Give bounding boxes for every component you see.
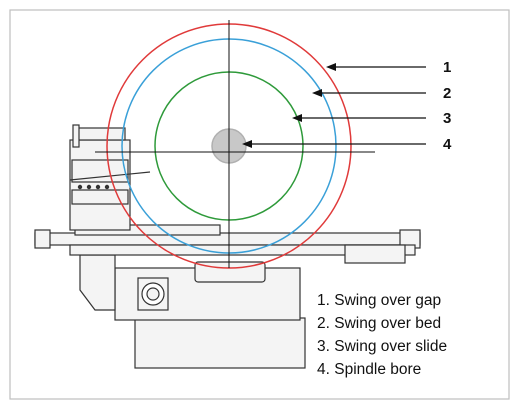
lathe-bolt-center [146,287,160,301]
callout-number-1: 1 [443,59,452,76]
legend-item-spindle-bore: 4. Spindle bore [317,361,422,378]
lathe-slide-right-block [344,244,406,264]
arrowhead-2 [312,89,322,97]
lathe-cross-section-drawing [34,124,421,369]
lathe-tool-post [69,139,131,231]
callout-number-3: 3 [443,110,452,127]
figure-frame [9,9,510,400]
arrowhead-3 [292,114,302,122]
lathe-bed-left-foot [79,254,116,311]
lathe-screw-dot [77,184,83,190]
legend: 1. Swing over gap 2. Swing over bed 3. S… [317,289,447,381]
lathe-tool-post-screw [72,124,80,148]
lathe-bed-base [134,317,306,369]
lathe-tool-post-cap [74,127,126,141]
arrowhead-1 [326,63,336,71]
callout-number-2: 2 [443,85,452,102]
callout-number-4: 4 [443,136,452,153]
legend-item-swing-over-bed: 2. Swing over bed [317,315,442,332]
lathe-slide-left-end [34,229,51,249]
lathe-screw-dot [86,184,92,190]
callout-arrowheads [242,63,336,148]
legend-item-swing-over-gap: 1. Swing over gap [317,292,442,309]
callout-arrows [250,66,426,145]
arrowhead-4 [242,140,252,148]
lathe-tool-post-lower-band [71,189,129,205]
lathe-slide-base [69,244,416,256]
legend-item-swing-over-slide: 3. Swing over slide [317,338,448,355]
lathe-tool-post-band [71,159,129,183]
lathe-screw-dot [104,184,110,190]
lathe-screw-dot [95,184,101,190]
